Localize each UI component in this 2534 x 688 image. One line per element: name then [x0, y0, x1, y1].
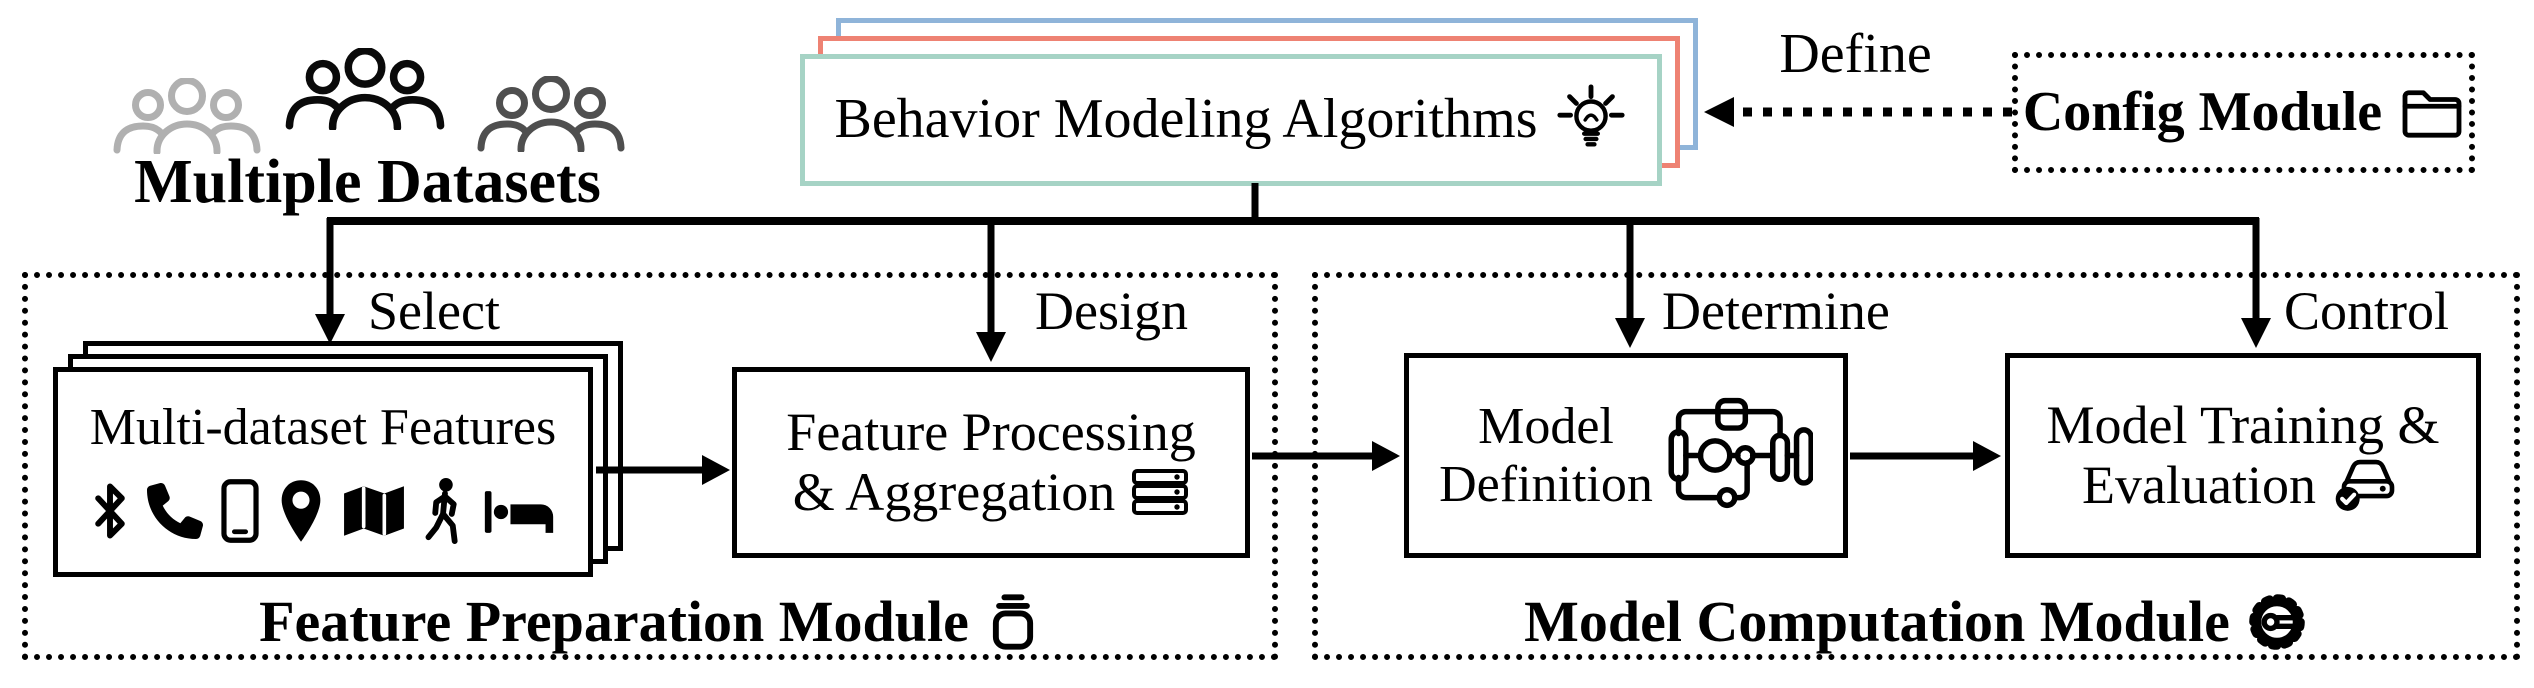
pipeline-icon	[1663, 395, 1813, 516]
feature-preparation-module-label: Feature Preparation Module	[259, 589, 969, 654]
model-training-line2: Evaluation	[2082, 454, 2316, 515]
algorithms-card-front: Behavior Modeling Algorithms	[800, 54, 1662, 186]
config-module-label: Config Module	[2022, 80, 2383, 143]
dataset-icons-row	[90, 477, 556, 545]
model-definition-line2: Definition	[1439, 455, 1653, 513]
multi-dataset-features-box: Multi-dataset Features	[53, 367, 593, 577]
model-training-line1: Model Training &	[2046, 395, 2440, 456]
bluetooth-icon	[90, 479, 130, 543]
feature-processing-line1: Feature Processing	[786, 402, 1196, 463]
control-label: Control	[2284, 281, 2450, 341]
determine-label: Determine	[1662, 281, 1890, 341]
algorithms-label: Behavior Modeling Algorithms	[834, 88, 1538, 151]
feature-preparation-module-title: Feature Preparation Module	[28, 590, 1272, 654]
people-group-darkgray-icon	[476, 76, 626, 152]
model-definition-line1: Model	[1478, 398, 1614, 456]
map-icon	[342, 483, 406, 539]
people-group-black-icon	[284, 48, 446, 130]
config-module-box: Config Module	[2012, 52, 2475, 173]
feature-processing-box: Feature Processing & Aggregation	[732, 367, 1250, 558]
folder-icon	[2400, 86, 2464, 140]
smartphone-icon	[220, 478, 260, 544]
feature-processing-line2: & Aggregation	[792, 461, 1116, 522]
stack-icon	[985, 592, 1041, 652]
lightbulb-icon	[1554, 83, 1628, 157]
phone-icon	[147, 483, 203, 539]
drive-check-icon	[2332, 456, 2404, 514]
server-icon	[1131, 468, 1189, 516]
multiple-datasets-label: Multiple Datasets	[134, 148, 601, 216]
people-group-gray-icon	[112, 78, 262, 154]
location-pin-icon	[277, 478, 325, 544]
design-label: Design	[1035, 281, 1188, 341]
gear-icon	[2246, 591, 2308, 653]
bed-icon	[482, 485, 556, 537]
define-arrowhead	[1704, 97, 1734, 127]
select-label: Select	[368, 281, 500, 341]
model-computation-module-label: Model Computation Module	[1524, 589, 2230, 654]
multi-dataset-features-label: Multi-dataset Features	[89, 399, 557, 457]
model-training-box: Model Training & Evaluation	[2005, 353, 2481, 558]
model-computation-module-title: Model Computation Module	[1318, 590, 2514, 654]
walking-person-icon	[423, 477, 465, 545]
define-label: Define	[1779, 23, 1932, 85]
model-definition-box: Model Definition	[1404, 353, 1848, 558]
